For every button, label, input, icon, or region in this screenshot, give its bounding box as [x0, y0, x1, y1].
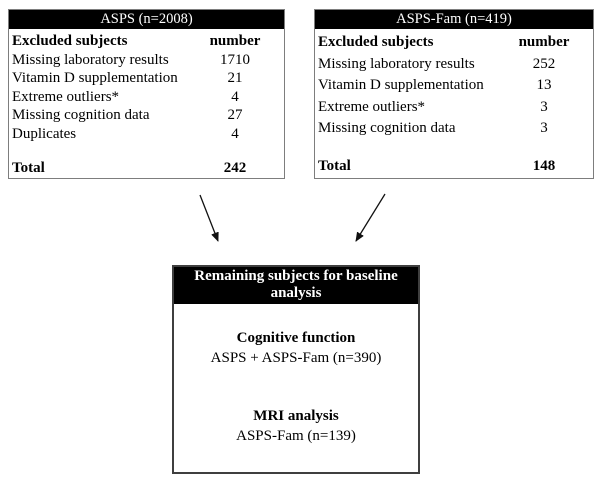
row-label: Missing cognition data: [318, 120, 456, 136]
remaining-subjects-box-title: Remaining subjects for baseline analysis: [174, 267, 418, 304]
total-row: Total 148: [318, 156, 590, 178]
table-row: Missing cognition data 27: [12, 106, 281, 125]
table-column-header-row: Excluded subjects number: [318, 32, 590, 54]
row-value: 13: [536, 77, 552, 93]
mri-analysis-heading: MRI analysis: [253, 408, 339, 424]
cognitive-function-section: Cognitive function ASPS + ASPS-Fam (n=39…: [174, 328, 418, 368]
row-value: 1710: [220, 51, 250, 68]
total-row: Total 242: [12, 159, 281, 178]
asps-table-title: ASPS (n=2008): [9, 10, 284, 29]
remaining-subjects-box: Remaining subjects for baseline analysis…: [172, 265, 420, 474]
asps-table-body: Excluded subjects number Missing laborat…: [9, 29, 284, 178]
flow-arrows: [150, 185, 450, 260]
cognitive-function-heading: Cognitive function: [236, 330, 356, 346]
table-row: Missing laboratory results 1710: [12, 51, 281, 70]
table-row: Missing cognition data 3: [318, 118, 590, 140]
table-row: Missing laboratory results 252: [318, 54, 590, 76]
converging-arrow-right-icon: [355, 193, 386, 242]
table-column-header-row: Excluded subjects number: [12, 32, 281, 51]
row-label: Duplicates: [12, 125, 77, 142]
table-row: Vitamin D supplementation 21: [12, 69, 281, 88]
row-label: Vitamin D supplementation: [12, 70, 178, 86]
number-column-header: number: [209, 33, 261, 49]
table-row: Duplicates 4: [12, 125, 281, 144]
converging-arrow-left-icon: [199, 194, 219, 242]
asps-fam-table-title: ASPS-Fam (n=419): [315, 10, 593, 29]
row-value: 27: [227, 107, 243, 123]
table-row: Extreme outliers* 4: [12, 88, 281, 107]
row-label: Vitamin D supplementation: [318, 77, 484, 93]
row-value: 4: [231, 125, 239, 142]
row-label: Missing laboratory results: [12, 51, 169, 68]
row-label: Missing laboratory results: [318, 55, 475, 72]
mri-analysis-detail: ASPS-Fam (n=139): [236, 428, 356, 444]
asps-exclusion-table: ASPS (n=2008) Excluded subjects number M…: [8, 9, 285, 179]
excluded-subjects-column-header: Excluded subjects: [12, 33, 128, 49]
row-value: 252: [532, 55, 556, 72]
row-value: 21: [227, 70, 243, 86]
table-row: Extreme outliers* 3: [318, 97, 590, 119]
asps-fam-table-body: Excluded subjects number Missing laborat…: [315, 29, 593, 178]
number-column-header: number: [518, 34, 570, 50]
total-value: 242: [223, 159, 247, 176]
total-label: Total: [12, 159, 45, 176]
mri-analysis-section: MRI analysis ASPS-Fam (n=139): [174, 406, 418, 446]
cognitive-function-detail: ASPS + ASPS-Fam (n=390): [210, 350, 382, 366]
total-value: 148: [532, 157, 556, 174]
row-label: Extreme outliers*: [318, 98, 426, 115]
excluded-subjects-column-header: Excluded subjects: [318, 34, 434, 50]
row-label: Extreme outliers*: [12, 88, 120, 105]
row-label: Missing cognition data: [12, 107, 150, 123]
asps-fam-exclusion-table: ASPS-Fam (n=419) Excluded subjects numbe…: [314, 9, 594, 179]
table-row: Vitamin D supplementation 13: [318, 75, 590, 97]
total-label: Total: [318, 157, 351, 174]
row-value: 4: [231, 88, 239, 105]
remaining-subjects-box-body: Cognitive function ASPS + ASPS-Fam (n=39…: [174, 304, 418, 472]
row-value: 3: [540, 98, 548, 115]
row-value: 3: [540, 120, 548, 136]
